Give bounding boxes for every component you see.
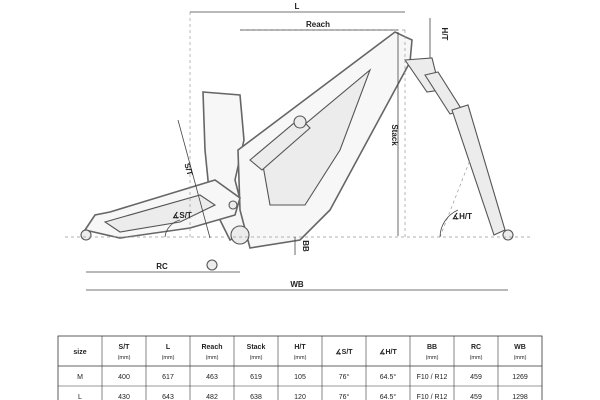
table-cell: 638	[250, 394, 262, 400]
head-angle-guide	[439, 159, 471, 238]
guide-lines	[65, 12, 530, 240]
table-cell: 459	[470, 374, 482, 381]
table-header: Stack	[247, 344, 266, 351]
table-header: BB	[427, 344, 437, 351]
label-l: L	[295, 2, 300, 11]
table-cell: M	[77, 374, 83, 381]
table-border	[57, 335, 543, 400]
table-header: WB	[514, 344, 526, 351]
main-pivot	[228, 200, 238, 210]
table-cell: 430	[118, 394, 130, 400]
frame-cutout	[261, 68, 372, 206]
table-header-unit: (mm)	[250, 355, 263, 361]
st-angle-arc	[164, 219, 181, 238]
table-header: H/T	[294, 344, 306, 351]
label-reach: Reach	[306, 20, 330, 29]
table-cell: 643	[162, 394, 174, 400]
table-cell: F10 / R12	[417, 374, 448, 381]
rear-axle	[80, 229, 92, 241]
shock-reservoir	[293, 115, 307, 129]
table-header-unit: (mm)	[118, 355, 131, 361]
table-header: S/T	[119, 344, 131, 351]
table-header-unit: (mm)	[206, 355, 219, 361]
fork-upper	[424, 71, 463, 115]
table-cell: 1269	[512, 374, 528, 381]
table-cell: 76°	[339, 373, 350, 381]
label-rc: RC	[156, 262, 168, 271]
table-header-unit: (mm)	[294, 355, 307, 361]
table-header-unit: (mm)	[162, 355, 175, 361]
table-cell: 105	[294, 374, 306, 381]
table-header-unit: (mm)	[426, 355, 439, 361]
label-ast: ∡S/T	[172, 211, 192, 220]
table-cell: 463	[206, 374, 218, 381]
table-header: ∡S/T	[335, 348, 353, 356]
table-header: Reach	[201, 344, 222, 351]
label-st: S/T	[182, 162, 194, 176]
table-cell: 459	[470, 394, 482, 400]
front-axle	[502, 229, 514, 241]
geometry-table: size S/T (mm) L (mm) Reach (mm) Stack (mm) H/T (mm…	[57, 335, 543, 400]
table-cell: 64.5°	[380, 393, 397, 400]
table-cell: 64.5°	[380, 373, 397, 381]
label-aht: ∡H/T	[452, 212, 472, 221]
swingarm-cutout	[103, 194, 217, 233]
table-header: RC	[471, 344, 481, 351]
st-dimension	[177, 119, 211, 239]
table-header-unit: (mm)	[514, 355, 527, 361]
link-pivot	[206, 259, 218, 271]
table-cell: L	[78, 394, 82, 400]
bike-frame	[80, 31, 514, 271]
table-cell: 400	[118, 374, 130, 381]
table-header: L	[166, 344, 171, 351]
fork-lower	[451, 104, 506, 236]
table-cell: 617	[162, 374, 174, 381]
table-cell: F10 / R12	[417, 394, 448, 400]
table-cell: 482	[206, 394, 218, 400]
table-header-unit: (mm)	[470, 355, 483, 361]
table-cell: 619	[250, 374, 262, 381]
label-ht: H/T	[440, 28, 449, 41]
bottom-bracket	[230, 225, 250, 245]
dimension-lines	[86, 11, 508, 291]
table-cell: 120	[294, 394, 306, 400]
label-wb: WB	[290, 280, 304, 289]
table-header: ∡H/T	[379, 348, 397, 356]
label-bb: BB	[301, 240, 310, 252]
ht-angle-arc	[439, 209, 459, 238]
rear-shock	[249, 117, 311, 171]
label-stack: Stack	[390, 124, 399, 146]
table-cell: 1298	[512, 394, 528, 400]
table-header: size	[73, 349, 86, 356]
table-cell: 76°	[339, 393, 350, 400]
